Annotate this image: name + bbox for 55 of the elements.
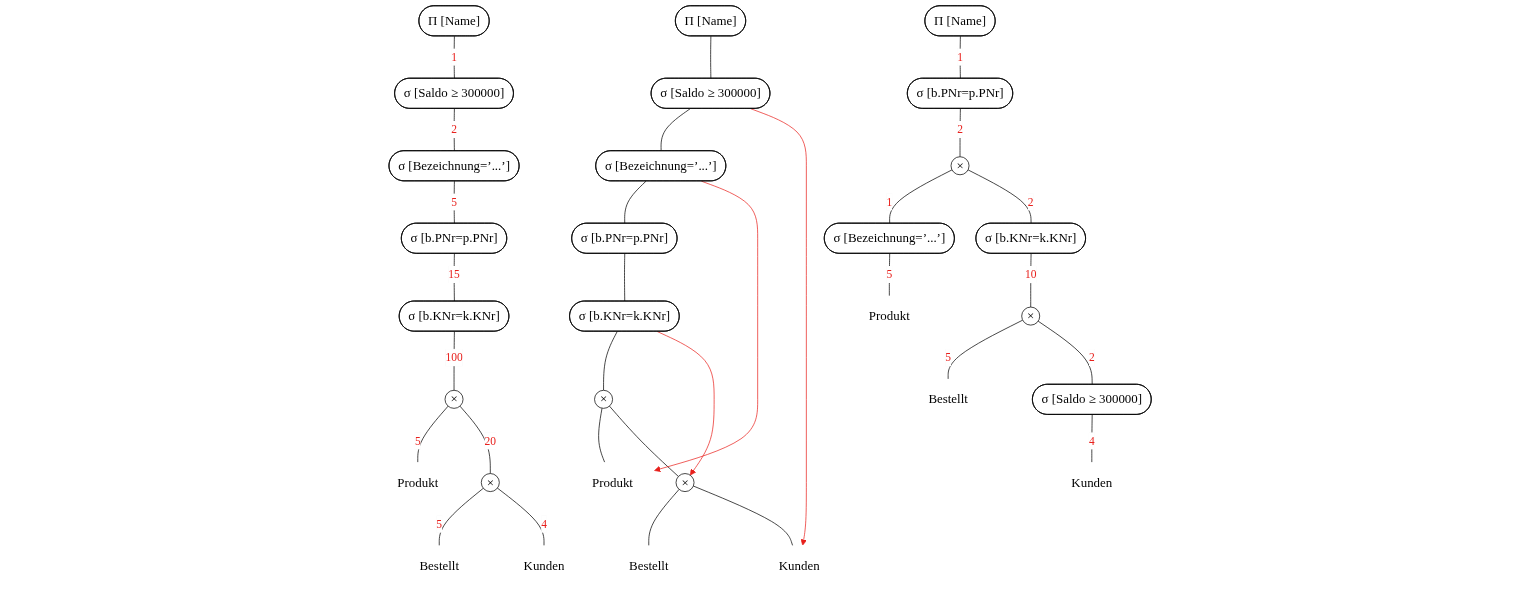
- connector: [889, 169, 953, 224]
- edge-label: 15: [448, 268, 460, 281]
- node-circle: ×: [480, 473, 500, 492]
- edge-label: 1: [451, 50, 457, 63]
- connector: [1030, 253, 1032, 308]
- edge-label: 10: [1024, 268, 1037, 281]
- node-text: Bestellt: [419, 558, 459, 573]
- edge-label: 1: [957, 50, 963, 63]
- connector: [598, 407, 605, 463]
- edge-label: 1: [886, 195, 893, 208]
- node-circle: ×: [444, 389, 464, 409]
- edge-label: 2: [1027, 195, 1034, 208]
- connector: [453, 331, 455, 391]
- connector: [947, 319, 1023, 380]
- node-circle: ×: [594, 389, 613, 409]
- connector: [967, 169, 1032, 224]
- connector: [609, 405, 679, 477]
- connector: [459, 405, 491, 474]
- edge-label: 5: [414, 434, 421, 447]
- connector: [710, 35, 712, 79]
- connector: [603, 331, 618, 391]
- connector: [417, 405, 449, 463]
- edge-label: 2: [451, 123, 457, 136]
- edge-label: 2: [957, 123, 963, 136]
- node-text: Kunden: [1071, 475, 1113, 490]
- node-text: Kunden: [523, 558, 565, 573]
- connector: [660, 108, 691, 152]
- edge-label: 5: [451, 195, 457, 208]
- node-text: Produkt: [592, 475, 633, 490]
- connector: [438, 487, 484, 546]
- edge-label: 5: [886, 268, 893, 281]
- connector: [497, 487, 545, 546]
- connector: [624, 180, 647, 224]
- connector: [624, 253, 626, 302]
- connector: [1037, 320, 1093, 385]
- connector: [648, 489, 680, 546]
- node-text: Bestellt: [629, 558, 669, 573]
- edge-label: 2: [1088, 351, 1095, 364]
- edge-label: 4: [1088, 434, 1095, 447]
- node-text: Produkt: [397, 475, 439, 490]
- node-text: Bestellt: [928, 391, 968, 407]
- edge-label: 5: [436, 517, 443, 530]
- node-circle: ×: [1021, 306, 1041, 326]
- node-text: Produkt: [868, 308, 910, 323]
- edge-label: 100: [445, 351, 463, 364]
- edge-label: 20: [484, 434, 497, 447]
- connector: [1091, 414, 1093, 463]
- edge-label: 4: [541, 517, 547, 530]
- connector: [888, 253, 891, 296]
- connector: [693, 485, 793, 546]
- node-text: Kunden: [778, 558, 820, 573]
- edge-label: 5: [945, 351, 952, 364]
- node-circle: ×: [675, 473, 695, 492]
- connector: [453, 180, 455, 224]
- node-circle: ×: [950, 156, 970, 176]
